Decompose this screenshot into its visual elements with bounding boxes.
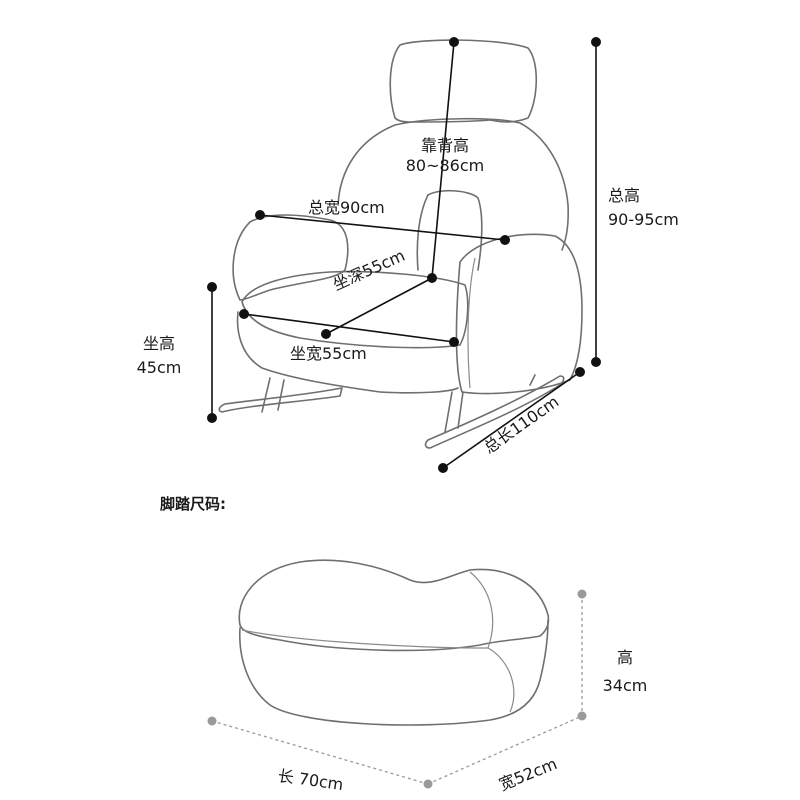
total-width-line [259,214,506,241]
right-rocker-outline [424,375,565,449]
backrest-height-value: 80~86cm [405,156,485,175]
seat-depth-line [325,277,433,335]
ottoman-front-seam [241,629,489,649]
ottoman-drawing [238,559,550,726]
total-length-line [442,371,581,469]
ottoman-dimension-lines [207,589,587,789]
rocking-chair-drawing [218,39,583,449]
total-width-right-dot [500,235,510,245]
left-leg-outline [261,377,285,413]
backrest-height-top-dot [449,37,459,47]
ottoman-height-value: 34cm [602,676,648,695]
seat-height-title: 坐高 [142,334,175,353]
backrest-height-label: 靠背高 80~86cm [400,136,490,176]
total-height-label: 总高 90-95cm [608,186,679,230]
ottoman-top-outline [238,559,550,652]
seat-width-label: 坐宽55cm [290,344,367,363]
ottoman-height-title: 高 [616,648,633,667]
seat-width-right-dot [449,337,459,347]
total-height-bottom-dot [591,357,601,367]
total-height-title: 总高 [608,186,641,205]
lumbar-pillow-outline [416,189,483,271]
seat-height-label: 坐高 45cm [124,334,194,378]
right-armrest-inner-line [467,257,476,389]
seat-height-value: 45cm [136,358,182,377]
right-leg-outline [444,374,536,433]
right-armrest-outline [455,233,583,395]
ottoman-body-outline [239,619,549,726]
seat-width-left-dot [239,309,249,319]
seat-base-outline [236,311,459,394]
total-width-label: 总宽90cm [308,198,385,217]
seat-cushion-outline [241,270,469,349]
ottoman-height-label: 高 34cm [590,648,660,696]
left-rocker-outline [218,387,343,413]
ottoman-size-heading: 脚踏尺码: [160,495,226,513]
chair-dimension-lines [207,37,601,473]
ottoman-height-top-dot [577,589,587,599]
backrest-height-title: 靠背高 [420,136,469,155]
backrest-height-line [431,41,455,279]
seat-width-line [243,313,455,343]
total-height-top-dot [591,37,601,47]
headrest-outline [389,39,538,123]
seat-height-top-dot [207,282,217,292]
seat-depth-front-dot [321,329,331,339]
ottoman-seam-line [469,571,515,713]
backrest-outline [337,117,569,251]
seat-height-bottom-dot [207,413,217,423]
total-length-back-dot [575,367,585,377]
ottoman-width-line [427,715,583,785]
ottoman-length-left-dot [207,716,217,726]
ottoman-length-line [211,720,429,785]
total-height-value: 90-95cm [608,210,679,229]
total-length-front-dot [438,463,448,473]
total-width-left-dot [255,210,265,220]
left-armrest-outline [232,214,349,301]
